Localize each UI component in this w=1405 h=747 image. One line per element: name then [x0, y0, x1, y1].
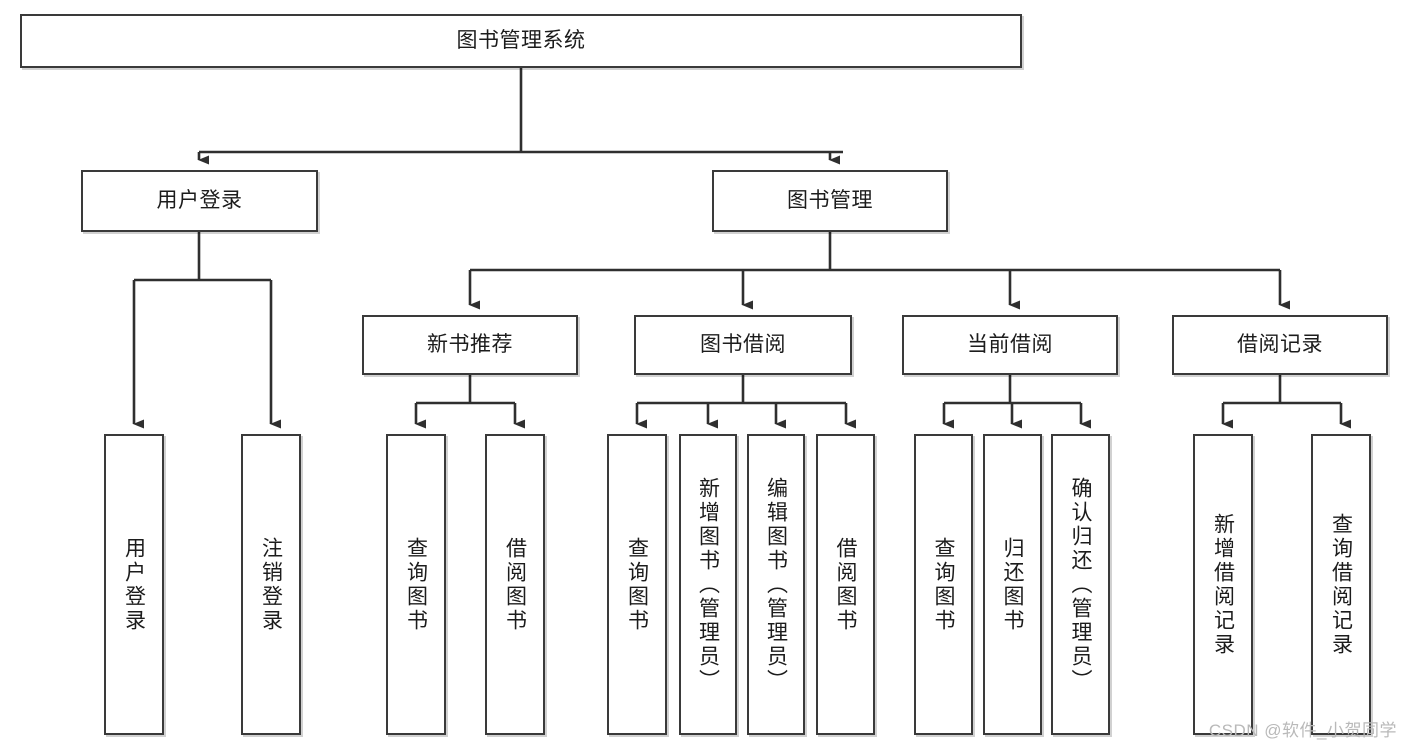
node-leaf-user-login[interactable]: 用户登录 — [104, 434, 164, 735]
node-book-borrow[interactable]: 图书借阅 — [634, 315, 852, 375]
node-leaf-query-book-2[interactable]: 查询图书 — [607, 434, 667, 735]
node-leaf-borrow-book-2[interactable]: 借阅图书 — [816, 434, 875, 735]
node-leaf-query-book-3[interactable]: 查询图书 — [914, 434, 973, 735]
node-leaf-return-book-label: 归还图书 — [1001, 536, 1024, 633]
node-leaf-query-book-1[interactable]: 查询图书 — [386, 434, 446, 735]
node-leaf-query-book-2-label: 查询图书 — [625, 536, 649, 633]
node-leaf-edit-book[interactable]: 编辑图书（管理员） — [747, 434, 805, 735]
node-book-manage[interactable]: 图书管理 — [712, 170, 948, 232]
node-book-borrow-label: 图书借阅 — [700, 332, 786, 356]
node-leaf-confirm-return-label: 确认归还（管理员） — [1069, 476, 1092, 693]
node-leaf-user-logout-label: 注销登录 — [259, 536, 283, 633]
node-leaf-query-book-3-label: 查询图书 — [932, 536, 955, 633]
node-book-manage-label: 图书管理 — [787, 188, 873, 212]
node-leaf-user-logout[interactable]: 注销登录 — [241, 434, 301, 735]
node-leaf-borrow-book-2-label: 借阅图书 — [834, 536, 857, 633]
node-leaf-user-login-label: 用户登录 — [122, 536, 146, 633]
node-borrow-record[interactable]: 借阅记录 — [1172, 315, 1388, 375]
node-leaf-query-book-1-label: 查询图书 — [404, 536, 428, 633]
node-root[interactable]: 图书管理系统 — [20, 14, 1022, 68]
node-leaf-borrow-book-1-label: 借阅图书 — [503, 536, 527, 633]
node-leaf-query-record-label: 查询借阅记录 — [1329, 512, 1353, 657]
node-borrow-record-label: 借阅记录 — [1237, 332, 1323, 356]
node-leaf-add-record[interactable]: 新增借阅记录 — [1193, 434, 1253, 735]
node-current-borrow[interactable]: 当前借阅 — [902, 315, 1118, 375]
node-user-login[interactable]: 用户登录 — [81, 170, 318, 232]
node-leaf-add-book[interactable]: 新增图书（管理员） — [679, 434, 737, 735]
node-leaf-add-book-label: 新增图书（管理员） — [696, 476, 720, 693]
node-new-book-recommend-label: 新书推荐 — [427, 332, 513, 356]
node-leaf-query-record[interactable]: 查询借阅记录 — [1311, 434, 1371, 735]
node-leaf-confirm-return[interactable]: 确认归还（管理员） — [1051, 434, 1110, 735]
node-current-borrow-label: 当前借阅 — [967, 332, 1053, 356]
node-leaf-edit-book-label: 编辑图书（管理员） — [764, 476, 788, 693]
node-leaf-add-record-label: 新增借阅记录 — [1211, 512, 1235, 657]
node-root-label: 图书管理系统 — [456, 28, 586, 52]
node-leaf-return-book[interactable]: 归还图书 — [983, 434, 1042, 735]
node-leaf-borrow-book-1[interactable]: 借阅图书 — [485, 434, 545, 735]
node-user-login-label: 用户登录 — [156, 188, 243, 212]
node-new-book-recommend[interactable]: 新书推荐 — [362, 315, 578, 375]
